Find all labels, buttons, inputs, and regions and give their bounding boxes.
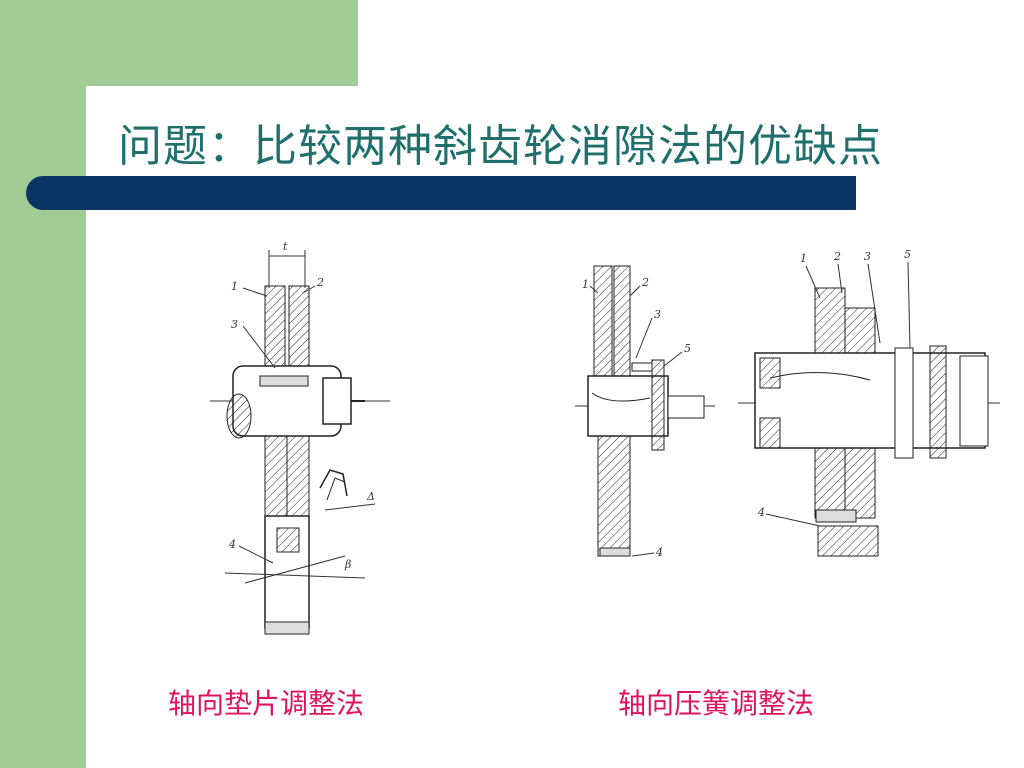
top-accent-bar bbox=[0, 0, 358, 86]
slide-title: 问题：比较两种斜齿轮消隙法的优缺点 bbox=[118, 121, 883, 172]
label-1: 1 bbox=[231, 280, 238, 293]
right-a-label-1: 1 bbox=[582, 278, 589, 291]
right-a-label-3: 3 bbox=[654, 308, 661, 321]
right-a-label-4: 4 bbox=[655, 546, 663, 559]
right-a-label-2: 2 bbox=[641, 276, 649, 289]
right-b-label-3: 3 bbox=[864, 250, 871, 263]
left-accent-bar bbox=[0, 0, 86, 768]
right-a-label-5: 5 bbox=[684, 342, 691, 355]
right-b-label-1: 1 bbox=[800, 252, 807, 265]
right-figure-caption: 轴向压簧调整法 bbox=[618, 687, 815, 720]
right-b-label-2: 2 bbox=[833, 250, 841, 263]
label-delta: Δ bbox=[366, 490, 375, 503]
right-b-label-4: 4 bbox=[757, 506, 765, 519]
axial-spring-diagram: 1 2 3 5 4 1 2 3 5 4 bbox=[575, 248, 1000, 559]
content-corner bbox=[86, 86, 166, 166]
title-rule bbox=[26, 176, 856, 210]
label-beta: β bbox=[344, 558, 351, 571]
label-3: 3 bbox=[231, 318, 238, 331]
right-b-label-5: 5 bbox=[904, 248, 911, 261]
label-4: 4 bbox=[228, 538, 236, 551]
label-2: 2 bbox=[316, 276, 324, 289]
label-t: t bbox=[283, 240, 288, 253]
left-figure-caption: 轴向垫片调整法 bbox=[168, 687, 365, 720]
axial-shim-diagram: t 1 2 3 4 Δ β bbox=[210, 240, 390, 635]
